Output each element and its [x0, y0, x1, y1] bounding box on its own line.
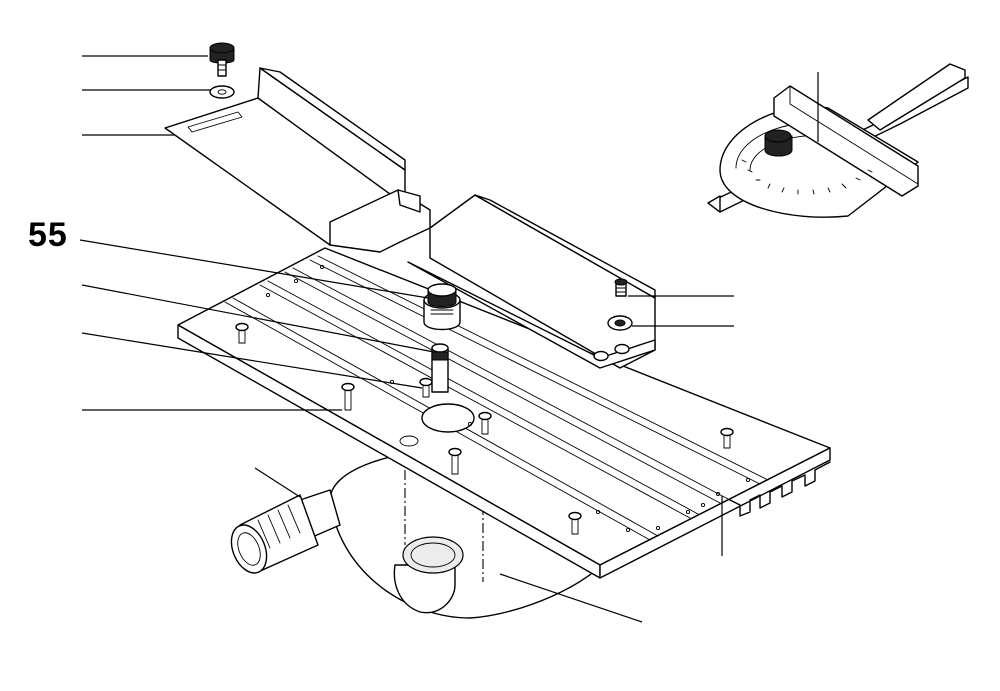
plate-screws — [235, 322, 734, 535]
fence-washer — [607, 315, 633, 331]
screw-6 — [568, 511, 582, 535]
fence-screw — [614, 278, 628, 297]
rivets — [265, 264, 751, 533]
thumb-washer — [209, 85, 235, 99]
hose-connector — [230, 489, 341, 574]
screw-1 — [235, 322, 249, 344]
part-number-label: 55 — [28, 216, 68, 254]
screw-3 — [419, 377, 433, 398]
screw-4 — [478, 411, 492, 435]
screw-2 — [341, 382, 355, 411]
table-plate — [177, 247, 831, 579]
mitre-gauge — [707, 63, 969, 218]
screw-7 — [720, 427, 734, 449]
thumb-screw — [209, 42, 235, 77]
alignment-pin — [431, 343, 449, 393]
leader-lines — [79, 55, 819, 623]
dust-collector-base — [329, 449, 611, 619]
screw-5 — [448, 447, 462, 475]
fence — [164, 67, 656, 369]
guide-collar — [423, 283, 461, 331]
